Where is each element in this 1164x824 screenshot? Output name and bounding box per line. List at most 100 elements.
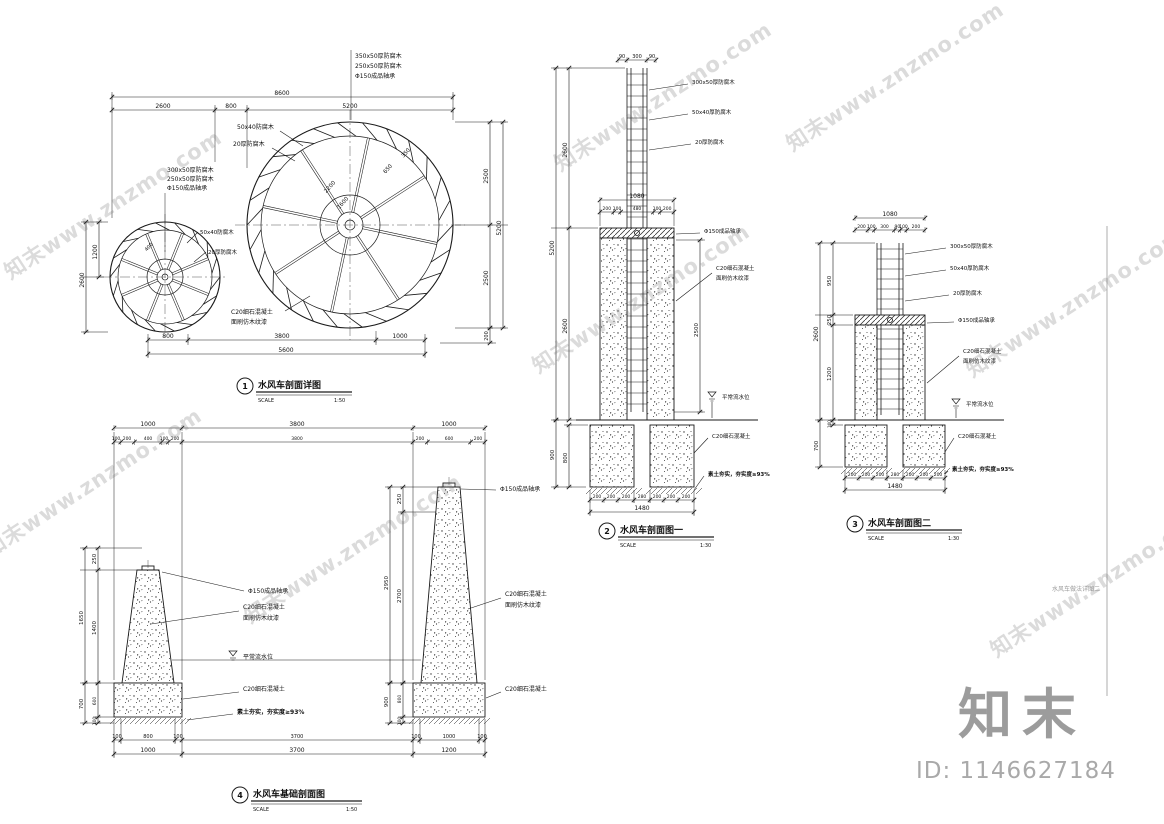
svg-text:200: 200 (857, 224, 866, 230)
svg-text:100: 100 (867, 224, 876, 230)
bearing-circle (634, 230, 640, 236)
leader-line (284, 295, 311, 312)
svg-text:200: 200 (667, 494, 676, 500)
svg-text:5200: 5200 (342, 103, 357, 110)
svg-text:100: 100 (112, 734, 122, 740)
svg-text:3800: 3800 (274, 333, 289, 340)
side-note: 水风车做法详图二 (1052, 585, 1100, 593)
soil-hatch (109, 717, 192, 725)
text-label: 面刷仿木纹漆 (716, 274, 750, 282)
text-label: C20细石混凝土 (243, 685, 285, 693)
detail-bubble-4 (231, 786, 249, 804)
svg-text:100: 100 (477, 734, 487, 740)
svg-text:2600: 2600 (155, 103, 170, 110)
leader-line (648, 113, 689, 121)
svg-text:1400: 1400 (92, 621, 98, 635)
svg-text:100: 100 (173, 734, 183, 740)
concrete-footing (844, 424, 888, 468)
detail-title-4: 水风车基础剖面图 (253, 788, 325, 800)
water-wheel-large (246, 121, 454, 329)
text-label: Φ150成品轴承 (958, 316, 995, 324)
svg-text:3800: 3800 (291, 436, 303, 442)
water-wheel-small (109, 221, 221, 333)
dimension-v: 100 (827, 417, 836, 428)
svg-text:5200: 5200 (549, 240, 556, 255)
svg-text:200: 200 (876, 472, 885, 478)
dimension-v: 2600 (813, 240, 823, 423)
dimension-v: 200 (484, 325, 493, 346)
svg-text:100: 100 (112, 436, 121, 442)
detail-number-1: 1 (242, 382, 248, 391)
svg-text:3800: 3800 (289, 421, 304, 428)
svg-text:200: 200 (607, 494, 616, 500)
svg-text:600: 600 (92, 697, 98, 706)
detail-bubble-1 (236, 377, 254, 395)
svg-text:200: 200 (934, 472, 943, 478)
concrete-footing (649, 424, 695, 488)
dimension-h: 1080 (597, 193, 677, 203)
svg-text:100: 100 (411, 734, 421, 740)
svg-text:800: 800 (162, 333, 174, 340)
svg-text:200: 200 (920, 472, 929, 478)
leader-line (485, 691, 502, 699)
scale-value-2: 1:30 (700, 543, 711, 549)
text-label: 面刷仿木纹漆 (243, 614, 279, 622)
svg-text:100: 100 (827, 420, 832, 428)
text-label: Φ150成品轴承 (704, 227, 741, 235)
svg-text:1480: 1480 (887, 483, 902, 490)
svg-text:700: 700 (79, 698, 85, 709)
text-label: C20细石混凝土 (963, 347, 1002, 355)
svg-text:400: 400 (144, 436, 153, 442)
concrete-pier (121, 569, 175, 684)
svg-text:200: 200 (653, 494, 662, 500)
concrete-pier (599, 237, 628, 421)
svg-text:200: 200 (906, 472, 915, 478)
text-label: C20细石混凝土 (505, 685, 547, 693)
detail-title-2: 水风车剖面图一 (620, 524, 683, 536)
text-label: 400 (144, 242, 155, 253)
svg-text:200: 200 (123, 436, 132, 442)
svg-text:200: 200 (416, 436, 425, 442)
svg-text:800: 800 (143, 734, 153, 740)
svg-text:100: 100 (653, 206, 662, 212)
bearing-circle (887, 317, 893, 323)
bearing-seat (442, 482, 456, 488)
svg-text:2700: 2700 (397, 589, 403, 603)
scale-value-4: 1:50 (346, 807, 357, 813)
svg-text:1000: 1000 (140, 421, 155, 428)
svg-text:1000: 1000 (140, 747, 155, 754)
svg-text:5600: 5600 (278, 347, 293, 354)
leader-line (460, 488, 497, 491)
svg-text:200: 200 (848, 472, 857, 478)
wheel-centerline (235, 110, 465, 340)
text-label: 50x40防腐木 (237, 123, 274, 131)
svg-text:250: 250 (397, 493, 403, 504)
svg-text:200: 200 (484, 331, 490, 341)
text-label: 50x40厚防腐木 (692, 108, 732, 116)
scale-label-2: SCALE (620, 543, 636, 549)
svg-text:200: 200 (912, 224, 921, 230)
dimension-h: 1080 (852, 211, 928, 221)
svg-text:2500: 2500 (483, 270, 490, 285)
text-label: 300x50厚防腐木 (950, 242, 993, 250)
svg-text:90: 90 (619, 54, 625, 60)
svg-text:250: 250 (827, 314, 833, 325)
dimension-h: 1480 (587, 505, 697, 515)
leader-line (150, 610, 240, 625)
dimension-h: 5600 (145, 347, 428, 357)
svg-text:1650: 1650 (79, 611, 85, 625)
text-label: 20厚防腐木 (695, 138, 724, 146)
bearing-beam (854, 314, 926, 326)
scale-label-1: SCALE (258, 398, 274, 404)
concrete-footing (589, 424, 635, 488)
detail-bubble-3 (846, 515, 864, 533)
text-label: 素土夯实，夯实度≥93% (708, 470, 770, 478)
text-label: 300x50厚防腐木 (692, 78, 735, 86)
